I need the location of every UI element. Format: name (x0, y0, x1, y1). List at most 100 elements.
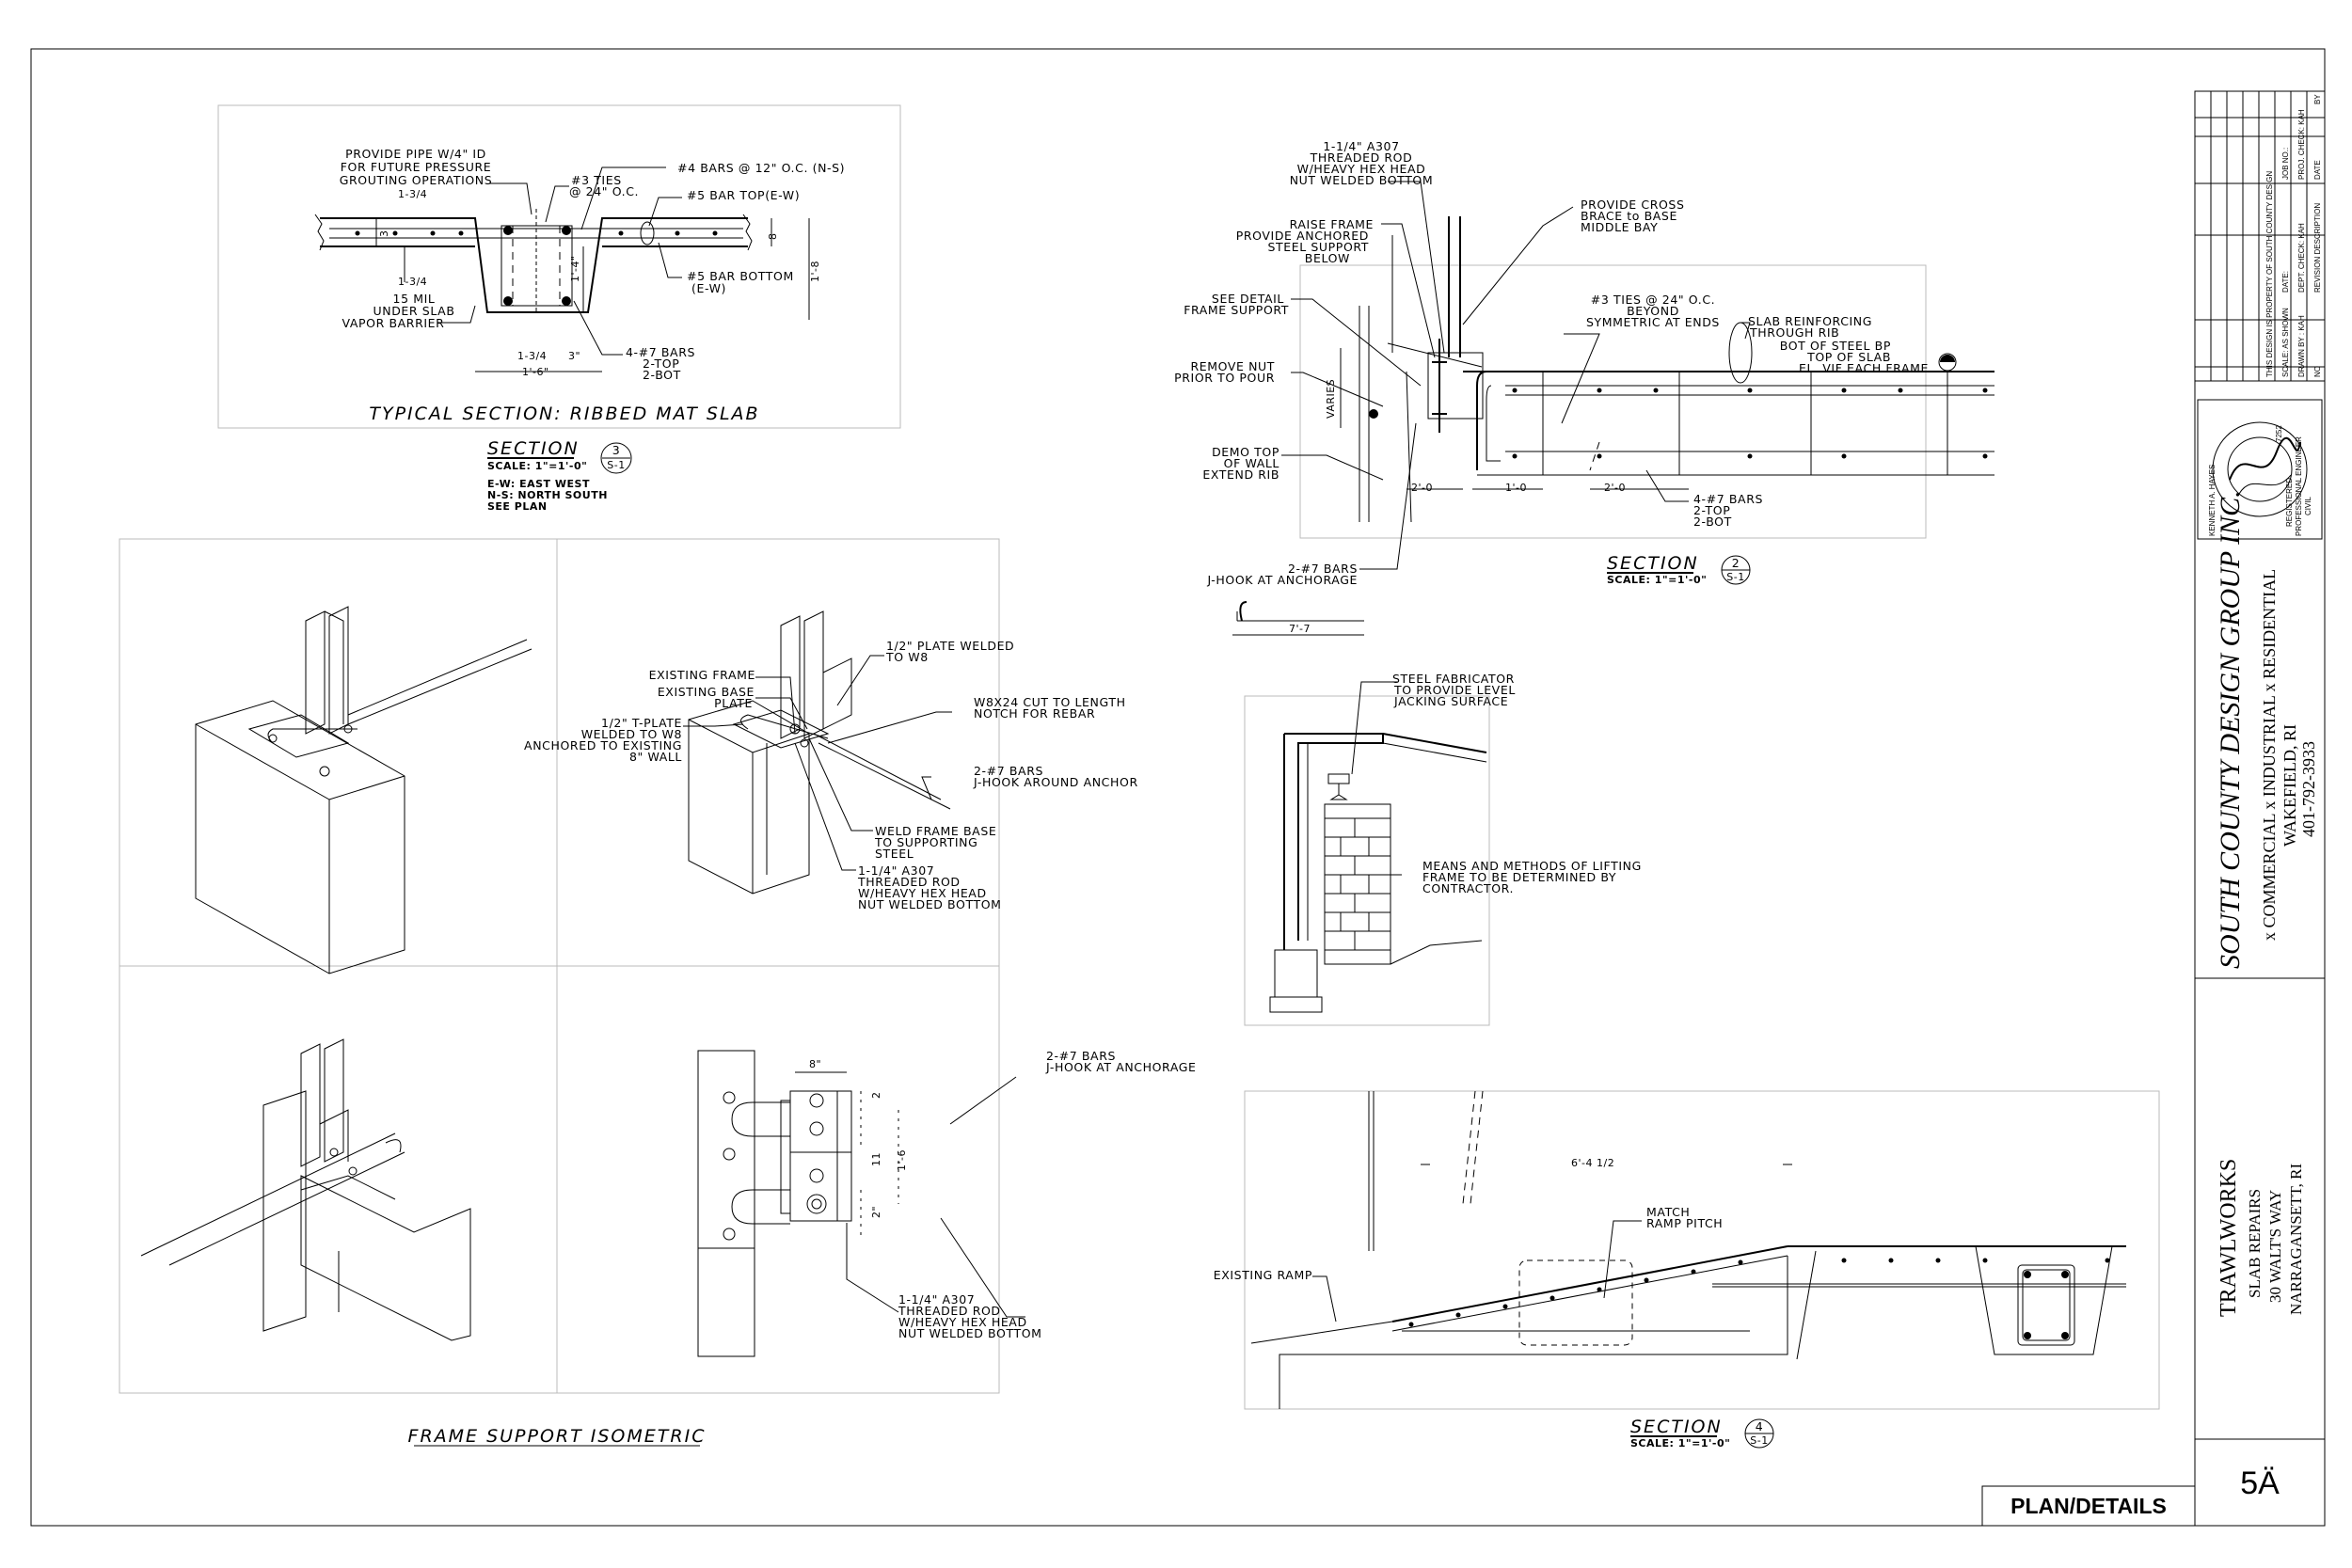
d2-slab-reinf-2: THROUGH RIB (1749, 325, 1839, 340)
project-name: TRAWLWORKS (2217, 1159, 2241, 1317)
iso-tplate-4: 8" WALL (629, 750, 682, 764)
d2-bars7-2: 2-TOP (1693, 503, 1730, 517)
detail-2-frame-section: 1-1/4" A307 THREADED ROD W/HEAVY HEX HEA… (1174, 139, 1994, 636)
d3-section-number: 3 (612, 443, 621, 457)
plan-rod-1: 1-1/4" A307 (898, 1292, 975, 1307)
iso-weld-2: TO SUPPORTING (874, 835, 977, 849)
d3-dim-8: 8 (767, 233, 779, 241)
d4-section-sheet: S-1 (1750, 1434, 1768, 1447)
plan-bars-1: 2-#7 BARS (1046, 1049, 1116, 1063)
d2-ties-2: BEYOND (1627, 304, 1679, 318)
firm-city: WAKEFIELD, RI (2280, 724, 2299, 847)
rev-header-by: BY (2313, 94, 2322, 104)
project-block: TRAWLWORKS SLAB REPAIRS 30 WALT'S WAY NA… (2195, 1159, 2325, 1440)
d3-pipe-note-2: FOR FUTURE PRESSURE (341, 160, 492, 174)
project-desc: SLAB REPAIRS (2246, 1189, 2264, 1298)
d2-section-number: 2 (1732, 556, 1740, 570)
date-field: DATE: (2281, 271, 2290, 293)
d3-dim-rib: 1'-4" (569, 255, 581, 282)
d4-existing-ramp: EXISTING RAMP (1214, 1268, 1312, 1282)
iso-rod-1: 1-1/4" A307 (858, 863, 934, 878)
iso-rod-2: THREADED ROD (857, 875, 961, 889)
iso-view-3 (140, 1038, 471, 1341)
d4-section-number: 4 (1756, 1419, 1764, 1433)
d3-bar-top-note: #5 BAR TOP(E-W) (687, 188, 800, 202)
d3-bars7-3: 2-BOT (643, 368, 681, 382)
plan-dim-2in: 2" (870, 1206, 882, 1218)
d2-see-detail-1: SEE DETAIL (1212, 292, 1284, 306)
iso-rod-4: NUT WELDED BOTTOM (858, 897, 1002, 911)
d3-vapor-2: UNDER SLAB (373, 304, 455, 318)
engineer-label: CIVIL (2304, 496, 2312, 515)
d2-dim-2: 1'-0 (1505, 482, 1527, 494)
iso-weld-3: STEEL (875, 847, 914, 861)
plan-rod-3: W/HEAVY HEX HEAD (898, 1315, 1027, 1329)
iso-bars-jhook-2: J-HOOK AROUND ANCHOR (973, 775, 1138, 789)
d3-vapor-3: VAPOR BARRIER (342, 316, 445, 330)
engineer-reg: REGISTERED (2285, 478, 2294, 527)
d3-section-label: SECTION (487, 438, 580, 459)
plan-view-anchorage: 8" 2 1'-6 11 2" (697, 1050, 1025, 1357)
d2-brace-3: MIDDLE BAY (1581, 220, 1658, 234)
detail-3-ribbed-mat-slab: PROVIDE PIPE W/4" ID FOR FUTURE PRESSURE… (217, 104, 901, 513)
d2-ties-1: #3 TIES @ 24" O.C. (1591, 293, 1715, 307)
firm-phone: 401-792-3933 (2299, 741, 2318, 837)
d2-dim-3: 2'-0 (1604, 482, 1626, 494)
engineer-no: 7252 (2275, 425, 2283, 442)
d2-demo-2: OF WALL (1224, 456, 1279, 470)
d2-rod-4: NUT WELDED BOTTOM (1290, 173, 1434, 187)
engineer-title: PROFESSIONAL ENGINEER (2295, 436, 2303, 536)
d4-match-1: MATCH (1646, 1205, 1690, 1219)
d2-rod-1: 1-1/4" A307 (1323, 139, 1399, 153)
jack-fabricator-2: TO PROVIDE LEVEL (1393, 683, 1516, 697)
d2-bars7-3: 2-BOT (1693, 515, 1732, 529)
d2-raise-4: BELOW (1305, 251, 1350, 265)
jack-means-1: MEANS AND METHODS OF LIFTING (1422, 859, 1642, 873)
engineer-name: KENNETH A. HAYES (2208, 465, 2217, 536)
rev-header-no: NO (2313, 366, 2322, 377)
firm-name: SOUTH COUNTY DESIGN GROUP INC. (2215, 490, 2246, 969)
d3-ties-note-2: @ 24" O.C. (569, 184, 639, 198)
d2-section-label: SECTION (1607, 553, 1699, 574)
project-city: NARRAGANSETT, RI (2287, 1163, 2305, 1315)
plan-dim-16: 1'-6 (896, 1149, 908, 1171)
scale-field: SCALE: AS SHOWN (2281, 308, 2290, 377)
iso-tplate-2: WELDED TO W8 (581, 727, 682, 741)
d3-ties-note-1: #3 TIES (571, 173, 622, 187)
plan-rod-4: NUT WELDED BOTTOM (898, 1326, 1042, 1340)
d2-jhook-2: J-HOOK AT ANCHORAGE (1206, 573, 1358, 587)
d2-raise-3: STEEL SUPPORT (1267, 240, 1369, 254)
rev-header-date: DATE (2313, 160, 2322, 180)
iso-weld-1: WELD FRAME BASE (875, 824, 996, 838)
firm-block: SOUTH COUNTY DESIGN GROUP INC. x COMMERC… (2195, 490, 2325, 979)
d2-remove-nut-1: REMOVE NUT (1190, 359, 1275, 373)
rev-header-desc: REVISION DESCRIPTION (2313, 203, 2322, 293)
d4-match-2: RAMP PITCH (1646, 1216, 1723, 1230)
d4-section-label: SECTION (1630, 1417, 1723, 1437)
d2-section-sheet: S-1 (1726, 571, 1744, 583)
iso-existing-base-2: PLATE (714, 696, 753, 710)
plan-bars-2: J-HOOK AT ANCHORAGE (1045, 1060, 1197, 1074)
d3-dim-3in: 3" (568, 350, 580, 362)
d2-rod-2: THREADED ROD (1310, 150, 1413, 165)
jack-means-3: CONTRACTOR. (1422, 881, 1514, 895)
d3-dim-cover-top: 1-3/4 (398, 188, 427, 200)
iso-tplate-3: ANCHORED TO EXISTING (524, 738, 682, 752)
d3-legend-1: E-W: EAST WEST (487, 478, 590, 490)
iso-heading: FRAME SUPPORT ISOMETRIC (408, 1426, 707, 1447)
d3-dim-3: 3 (378, 230, 390, 238)
sheet-label-box: PLAN/DETAILS (1981, 1485, 2196, 1527)
d2-varies: VARIES (1325, 379, 1337, 419)
d3-dim-width: 1'-6" (522, 366, 549, 378)
proj-check: PROJ. CHECK: KAH (2297, 109, 2306, 180)
d2-brace-1: PROVIDE CROSS (1581, 198, 1685, 212)
job-no-field: JOB NO.: (2281, 148, 2290, 180)
d2-see-detail-2: FRAME SUPPORT (1184, 303, 1289, 317)
iso-w8x24-2: NOTCH FOR REBAR (974, 706, 1095, 721)
iso-view-2 (688, 610, 951, 895)
sheet-number: 5Ä (2240, 1465, 2280, 1501)
d3-section-sheet: S-1 (607, 459, 625, 471)
d3-bars4-note: #4 BARS @ 12" O.C. (N-S) (677, 161, 845, 175)
d2-demo-1: DEMO TOP (1212, 445, 1279, 459)
iso-w8x24-1: W8X24 CUT TO LENGTH (974, 695, 1126, 709)
